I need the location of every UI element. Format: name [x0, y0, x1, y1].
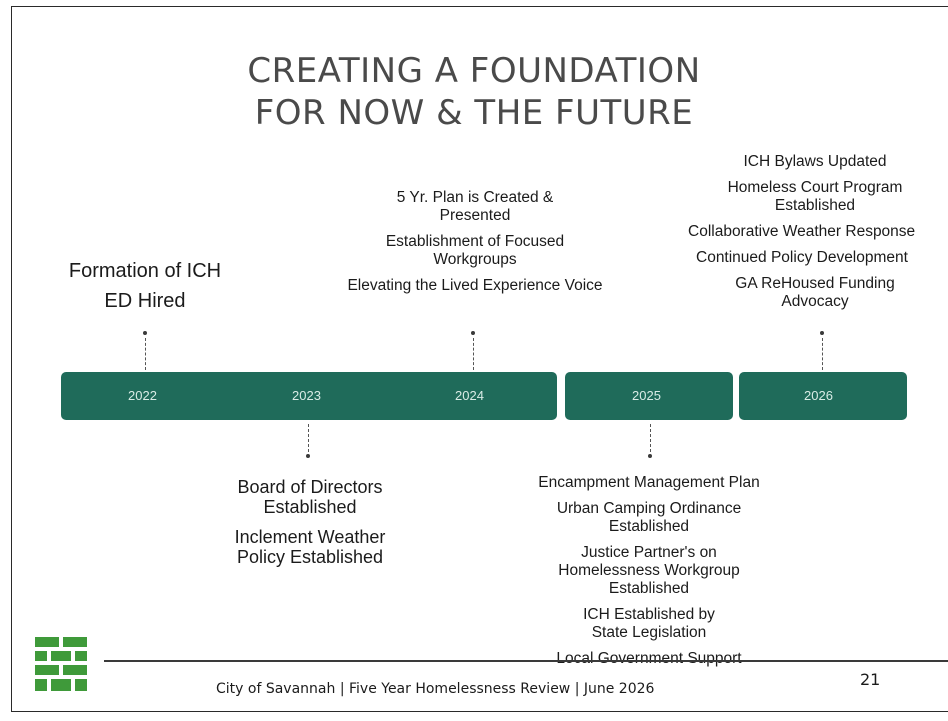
connector-line	[145, 338, 146, 370]
timeline-bar-2025	[565, 372, 733, 420]
connector-line	[308, 424, 309, 452]
year-label-2025: 2025	[632, 388, 661, 403]
connector-dot	[306, 454, 310, 458]
connector-dot	[471, 331, 475, 335]
connector-dot	[143, 331, 147, 335]
page-number: 21	[860, 670, 881, 689]
footer-text: City of Savannah | Five Year Homelessnes…	[216, 681, 655, 697]
milestone-text: Elevating the Lived Experience Voice	[347, 277, 603, 294]
milestone-text: Justice Partner's on Homelessness Workgr…	[558, 544, 740, 597]
connector-line	[822, 338, 823, 370]
milestone-text: Continued Policy Development	[696, 249, 908, 266]
milestone-text: ICH Bylaws Updated	[743, 153, 887, 170]
city-of-savannah-logo-icon	[35, 637, 87, 691]
timeline-bar-2026	[739, 372, 907, 420]
slide-frame	[11, 6, 948, 712]
milestone-text: ICH Established by State Legislation	[583, 606, 715, 641]
milestone-text: Urban Camping Ordinance Established	[556, 500, 742, 535]
milestones-2023: Board of Directors Established Inclement…	[210, 477, 410, 575]
milestone-text: Formation of ICH	[68, 260, 222, 282]
milestones-2025: Encampment Management Plan Urban Camping…	[494, 474, 804, 676]
milestone-text: GA ReHoused Funding Advocacy	[735, 275, 895, 310]
year-label-2024: 2024	[455, 388, 484, 403]
slide-title: CREATING A FOUNDATION FOR NOW & THE FUTU…	[0, 50, 948, 134]
milestones-2022: Formation of ICH ED Hired	[40, 260, 250, 320]
year-label-2026: 2026	[804, 388, 833, 403]
milestone-text: Collaborative Weather Response	[688, 223, 916, 240]
footer-divider	[104, 660, 948, 662]
milestone-text: Establishment of Focused Workgroups	[385, 233, 565, 268]
title-line-2: FOR NOW & THE FUTURE	[254, 93, 694, 133]
connector-dot	[820, 331, 824, 335]
connector-line	[473, 338, 474, 370]
milestone-text: ED Hired	[104, 290, 186, 312]
milestone-text: Homeless Court Program Established	[727, 179, 903, 214]
milestones-2026: ICH Bylaws Updated Homeless Court Progra…	[682, 153, 948, 319]
year-label-2022: 2022	[128, 388, 157, 403]
connector-dot	[648, 454, 652, 458]
connector-line	[650, 424, 651, 452]
milestone-text: Board of Directors Established	[237, 477, 383, 517]
title-line-1: CREATING A FOUNDATION	[247, 51, 701, 91]
year-label-2023: 2023	[292, 388, 321, 403]
milestones-2024: 5 Yr. Plan is Created & Presented Establ…	[330, 189, 620, 303]
milestone-text: Local Government Support	[556, 650, 742, 667]
timeline-bar-2022-2024	[61, 372, 557, 420]
milestone-text: Inclement Weather Policy Established	[234, 527, 386, 567]
milestone-text: 5 Yr. Plan is Created & Presented	[396, 189, 554, 224]
milestone-text: Encampment Management Plan	[538, 474, 760, 491]
